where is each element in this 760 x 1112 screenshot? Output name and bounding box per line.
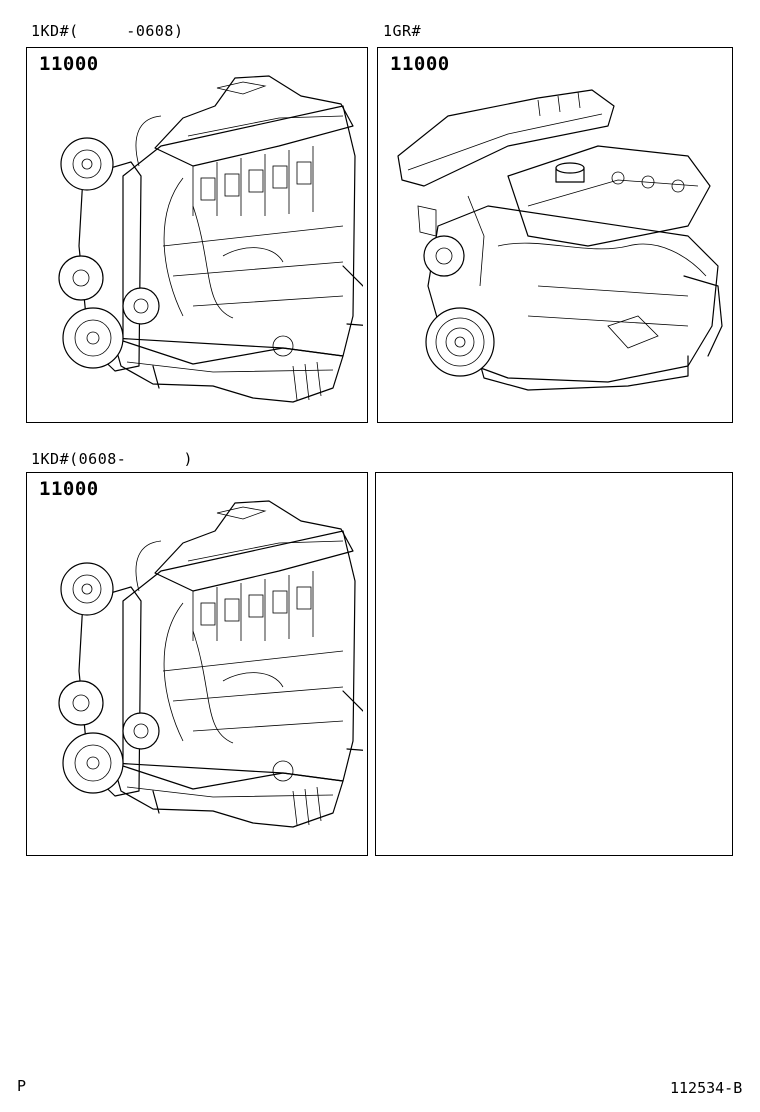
caption-1gr: 1GR# bbox=[383, 22, 422, 40]
footer-left-code: P bbox=[17, 1077, 27, 1095]
panel-1kd-late: 11000 bbox=[26, 472, 368, 856]
panel-1kd-early: 11000 bbox=[26, 47, 368, 423]
panel-1gr: 11000 bbox=[377, 47, 733, 423]
caption-1kd-late: 1KD#(0608- ) bbox=[31, 450, 194, 468]
engine-illustration-1gr bbox=[388, 86, 724, 416]
part-number-label[interactable]: 11000 bbox=[390, 53, 450, 75]
footer-diagram-id: 112534-B bbox=[670, 1079, 743, 1097]
caption-1kd-early: 1KD#( -0608) bbox=[31, 22, 184, 40]
part-number-label[interactable]: 11000 bbox=[39, 478, 99, 500]
panel-empty bbox=[375, 472, 733, 856]
engine-illustration-1kd-early bbox=[43, 66, 363, 411]
part-number-label[interactable]: 11000 bbox=[39, 53, 99, 75]
engine-illustration-1kd-late bbox=[43, 491, 363, 836]
